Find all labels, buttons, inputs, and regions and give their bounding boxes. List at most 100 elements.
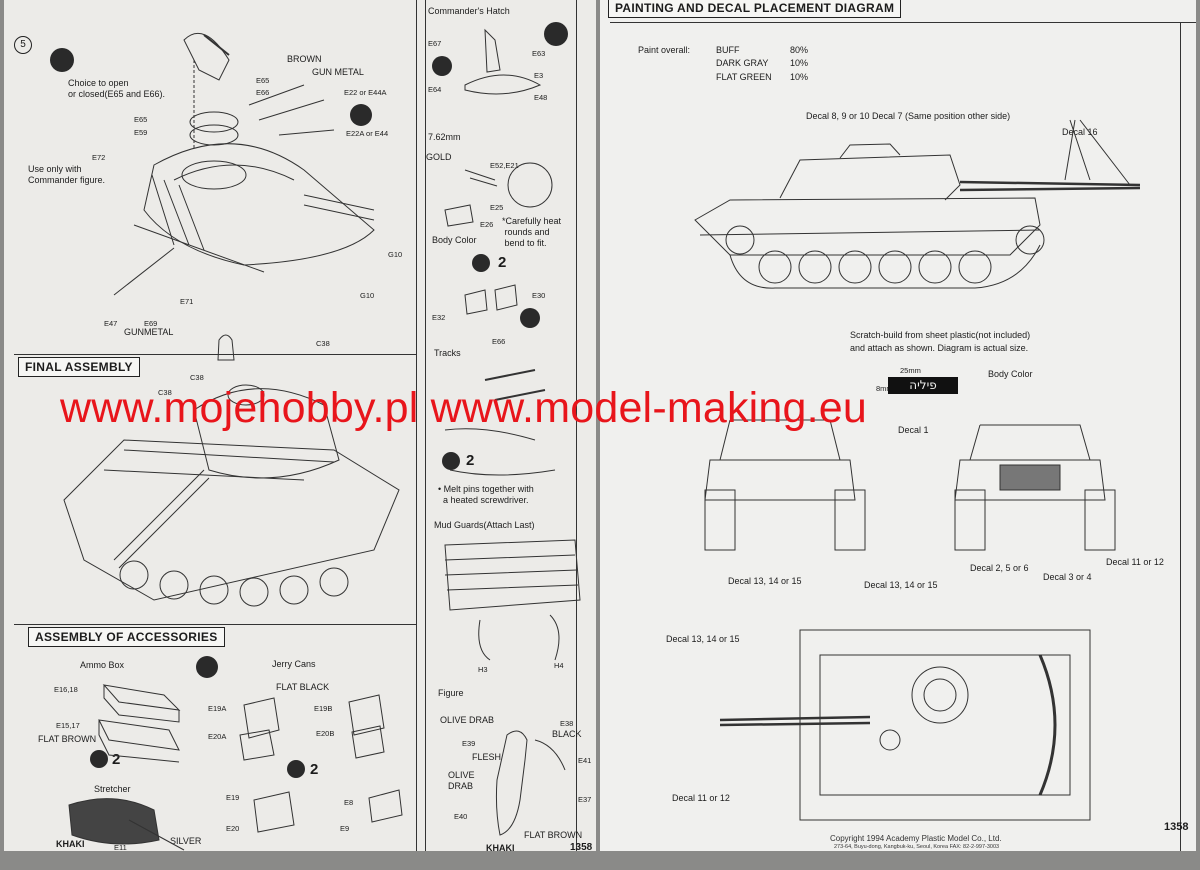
part-e71: E71 [180,297,194,306]
label-flat-black: FLAT BLACK [276,682,330,692]
part-e59: E59 [134,128,148,137]
label-khaki-2: KHAKI [486,843,515,853]
part-e48: E48 [534,93,548,102]
part-e25: E25 [490,203,504,212]
part-e66b: E66 [492,337,506,346]
part-h4: H4 [554,661,564,670]
part-e11: E11 [114,843,127,852]
part-e40: E40 [454,812,468,821]
count-ammo: 2 [112,751,121,768]
plate-sign: פיליה [888,377,958,394]
decal-3-4-callout: Decal 3 or 4 [1043,572,1092,582]
watermark: www.mojehobby.pl www.model-making.eu [60,384,868,432]
part-e47: E47 [104,319,118,328]
page-number-left: 1358 [570,842,593,853]
tank-front-rear-views [704,419,1116,551]
part-e26: E26 [480,220,494,229]
melt-note: • Melt pins together with a heated screw… [438,484,534,505]
decal-rear-callout: Decal 13, 14 or 15 [864,580,938,590]
copyright: Copyright 1994 Academy Plastic Model Co.… [830,834,1002,843]
address: 273-64, Buyu-dong, Kangbuk-ku, Seoul, Ko… [834,844,1000,850]
tank-top-view [719,629,1091,821]
plate-dim-height: 8mm [876,384,893,393]
left-instruction-page: 5 Choice to open or closed(E65 and E66).… [4,0,596,853]
decal-2-5-6-callout: Decal 2, 5 or 6 [970,563,1029,573]
paint-flat-green: FLAT GREEN [716,72,772,82]
label-flat-brown: FLAT BROWN [38,734,97,744]
part-h3: H3 [478,665,488,674]
part-e41: E41 [578,756,592,765]
heading-underline [610,22,1196,23]
part-e65b: E65 [134,115,148,124]
decal-top-callout: Decal 13, 14 or 15 [666,634,740,644]
heading-figure: Figure [438,688,464,698]
label-jerry-cans: Jerry Cans [272,659,316,669]
label-olive-drab: OLIVE DRAB [440,715,495,725]
step-number: 5 [14,36,32,54]
painting-heading: PAINTING AND DECAL PLACEMENT DIAGRAM [608,0,902,18]
turret-exploded-drawing [113,32,375,296]
heat-note: *Carefully heat rounds and bend to fit. [502,216,562,248]
part-e19: E19 [226,793,240,802]
part-c38b: C38 [190,373,204,382]
part-e20b: E20B [316,729,335,738]
label-body-color: Body Color [432,235,477,245]
heading-commanders-hatch: Commander's Hatch [428,6,510,16]
sequence-icon-3 [472,254,490,272]
part-e8: E8 [344,798,354,807]
label-stretcher: Stretcher [94,784,131,794]
part-e67: E67 [428,39,442,48]
accessories-heading: ASSEMBLY OF ACCESSORIES [28,627,225,647]
glue-icon [50,48,74,72]
column-divider [416,0,417,851]
part-e3: E3 [534,71,544,80]
decal-11-12-callout-a: Decal 11 or 12 [1106,557,1164,567]
tank-final-assembly-drawing [63,334,400,607]
part-g10b: G10 [360,291,375,300]
paint-overall-label: Paint overall: [638,45,691,55]
right-painting-page: PAINTING AND DECAL PLACEMENT DIAGRAM Pai… [600,0,1196,851]
decal-side-callout: Decal 8, 9 or 10 Decal 7 (Same position … [806,111,1011,121]
count-tracks: 2 [466,452,475,469]
part-e15-17: E15,17 [56,721,80,730]
label-ammo-box: Ammo Box [80,660,125,670]
heading-mud-guards: Mud Guards(Attach Last) [434,520,535,530]
part-e63: E63 [532,49,546,58]
plate-body-color: Body Color [988,369,1033,379]
page-number: 1358 [1164,821,1189,833]
paint-icon [350,104,372,126]
part-e20a: E20A [208,732,227,741]
right-margin-line [1180,22,1181,851]
label-gun-metal: GUN METAL [312,67,364,77]
middle-column-drawings [444,28,581,836]
part-e9: E9 [340,824,350,833]
plate-dim-width: 25mm [900,366,921,375]
sequence-icon [90,750,108,768]
paint-dark-gray: DARK GRAY [716,58,769,68]
sequence-icon-2 [287,760,305,778]
paint-flat-green-pct: 10% [790,72,809,82]
part-e30: E30 [532,291,546,300]
section-separator-2 [14,624,416,625]
decal-1-callout: Decal 1 [898,425,929,435]
paint-icon-2 [196,656,218,678]
part-e52-e21: E52,E21 [490,161,519,170]
part-e20: E20 [226,824,240,833]
part-e66: E66 [256,88,270,97]
part-e37: E37 [578,795,592,804]
heading-mg: 7.62mm [428,132,461,142]
label-brown: BROWN [287,54,322,64]
label-black: BLACK [552,729,582,739]
decal-front-callout: Decal 13, 14 or 15 [728,576,802,586]
part-e19b: E19B [314,704,333,713]
paint-buff: BUFF [716,45,740,55]
label-flesh: FLESH [472,752,502,762]
decal-16-callout: Decal 16 [1062,127,1098,137]
paint-buff-pct: 80% [790,45,809,55]
part-e22-e44a: E22 or E44A [344,88,387,97]
final-assembly-heading: FINAL ASSEMBLY [18,357,140,377]
column-divider-right [425,0,426,851]
label-silver: SILVER [170,836,202,846]
scratch-build-note: Scratch-build from sheet plastic(not inc… [850,330,1031,353]
part-c38c: C38 [158,388,172,397]
